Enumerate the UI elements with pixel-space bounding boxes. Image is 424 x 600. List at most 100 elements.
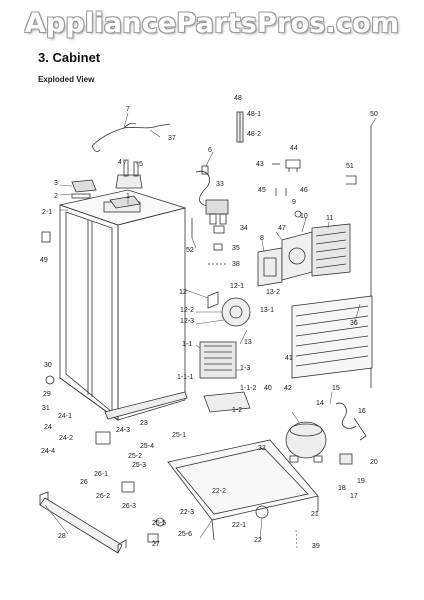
relay-20 [339, 453, 353, 465]
callout-33: 33 [216, 181, 224, 188]
foot-30 [45, 375, 55, 385]
base-plate [167, 439, 319, 541]
top-hinge-cover [109, 195, 141, 209]
compressor-32 [285, 421, 327, 463]
callout-38: 38 [232, 261, 240, 268]
callout-31: 31 [42, 405, 50, 412]
callout-41: 41 [285, 355, 293, 362]
callout-12-1: 12-1 [230, 283, 244, 290]
drain-pan-1-2 [203, 391, 251, 413]
callout-39: 39 [312, 543, 320, 550]
leveler-27 [147, 533, 159, 543]
part-49 [41, 231, 51, 243]
callout-25-5: 25-5 [152, 520, 166, 527]
callout-48-2: 48-2 [247, 131, 261, 138]
condenser-fan-12 [207, 291, 251, 327]
callout-1-2: 1-2 [232, 407, 242, 414]
callout-28: 28 [58, 533, 66, 540]
watermark-text: AppliancePartsPros.com [24, 7, 400, 39]
leveler-25-5 [155, 517, 165, 527]
callout-12-3: 12-3 [180, 318, 194, 325]
cord-6 [195, 165, 210, 207]
callout-13-1: 13-1 [260, 307, 274, 314]
callout-1-1-1: 1-1-1 [177, 374, 193, 381]
callout-5: 5 [139, 161, 143, 168]
callout-9: 9 [292, 199, 296, 206]
callout-24-1: 24-1 [58, 413, 72, 420]
callout-1: 1 [126, 193, 130, 200]
callout-27: 27 [152, 541, 160, 548]
sensor-35 [213, 243, 223, 251]
damper-33 [205, 199, 229, 225]
callout-11: 11 [326, 215, 333, 222]
evap-cover-8 [257, 247, 283, 287]
callout-42: 42 [284, 385, 292, 392]
callout-14: 14 [316, 400, 324, 407]
wire-harness-top [91, 122, 171, 153]
fan-assembly-10 [281, 231, 313, 281]
callout-6: 6 [208, 147, 212, 154]
callout-48: 48 [234, 95, 242, 102]
callout-29: 29 [43, 391, 51, 398]
sensor-34 [213, 225, 225, 234]
callout-13-2: 13-2 [266, 289, 280, 296]
kick-plate [104, 391, 188, 420]
callout-21: 21 [311, 511, 319, 518]
tube-16 [353, 417, 367, 441]
callout-52: 52 [186, 247, 194, 254]
callout-22-1: 22-1 [232, 522, 246, 529]
callout-8: 8 [260, 235, 264, 242]
part-48 [236, 111, 244, 143]
callout-50: 50 [370, 111, 378, 118]
tube-15 [335, 402, 357, 429]
top-hinge-left [71, 179, 97, 199]
leader-lines [44, 112, 377, 549]
callout-26-3: 26-3 [122, 503, 136, 510]
callout-22-3: 22-3 [180, 509, 194, 516]
callout-24: 24 [44, 424, 52, 431]
callout-13: 13 [244, 339, 252, 346]
back-cover-36 [291, 295, 373, 379]
callout-44: 44 [290, 145, 298, 152]
callout-40: 40 [264, 385, 272, 392]
part-26 [121, 481, 135, 493]
cabinet-body [58, 189, 187, 421]
part-51 [346, 175, 357, 185]
callout-22-2: 22-2 [212, 488, 226, 495]
callout-34: 34 [240, 225, 248, 232]
condenser-1 [199, 341, 237, 379]
callout-20: 20 [370, 459, 378, 466]
callout-16: 16 [358, 408, 366, 415]
callout-26-1: 26-1 [94, 471, 108, 478]
callout-43: 43 [256, 161, 264, 168]
callout-1-3: 1-3 [240, 365, 250, 372]
callout-22: 22 [254, 537, 262, 544]
callout-36: 36 [350, 320, 358, 327]
part-44 [285, 159, 301, 172]
callout-46: 46 [300, 187, 308, 194]
callout-25-3: 25-3 [132, 462, 146, 469]
view-label: Exploded View [38, 75, 95, 84]
callout-25-4: 25-4 [140, 443, 154, 450]
callout-32: 32 [258, 445, 266, 452]
callout-37: 37 [168, 135, 176, 142]
callout-26-2: 26-2 [96, 493, 110, 500]
callout-12-2: 12-2 [180, 307, 194, 314]
callout-25-1: 25-1 [172, 432, 186, 439]
callout-15: 15 [332, 385, 340, 392]
callout-24-4: 24-4 [41, 448, 55, 455]
callout-18: 18 [338, 485, 346, 492]
callout-24-2: 24-2 [59, 435, 73, 442]
callout-23: 23 [140, 420, 148, 427]
callout-35: 35 [232, 245, 240, 252]
callout-2: 2 [54, 193, 58, 200]
callout-7: 7 [126, 106, 130, 113]
callout-19: 19 [357, 478, 365, 485]
callout-25-2: 25-2 [128, 453, 142, 460]
callout-51: 51 [346, 163, 354, 170]
callout-2-1: 2-1 [42, 209, 52, 216]
evaporator-11 [311, 223, 351, 277]
callout-30: 30 [44, 362, 52, 369]
callout-26: 26 [80, 479, 88, 486]
